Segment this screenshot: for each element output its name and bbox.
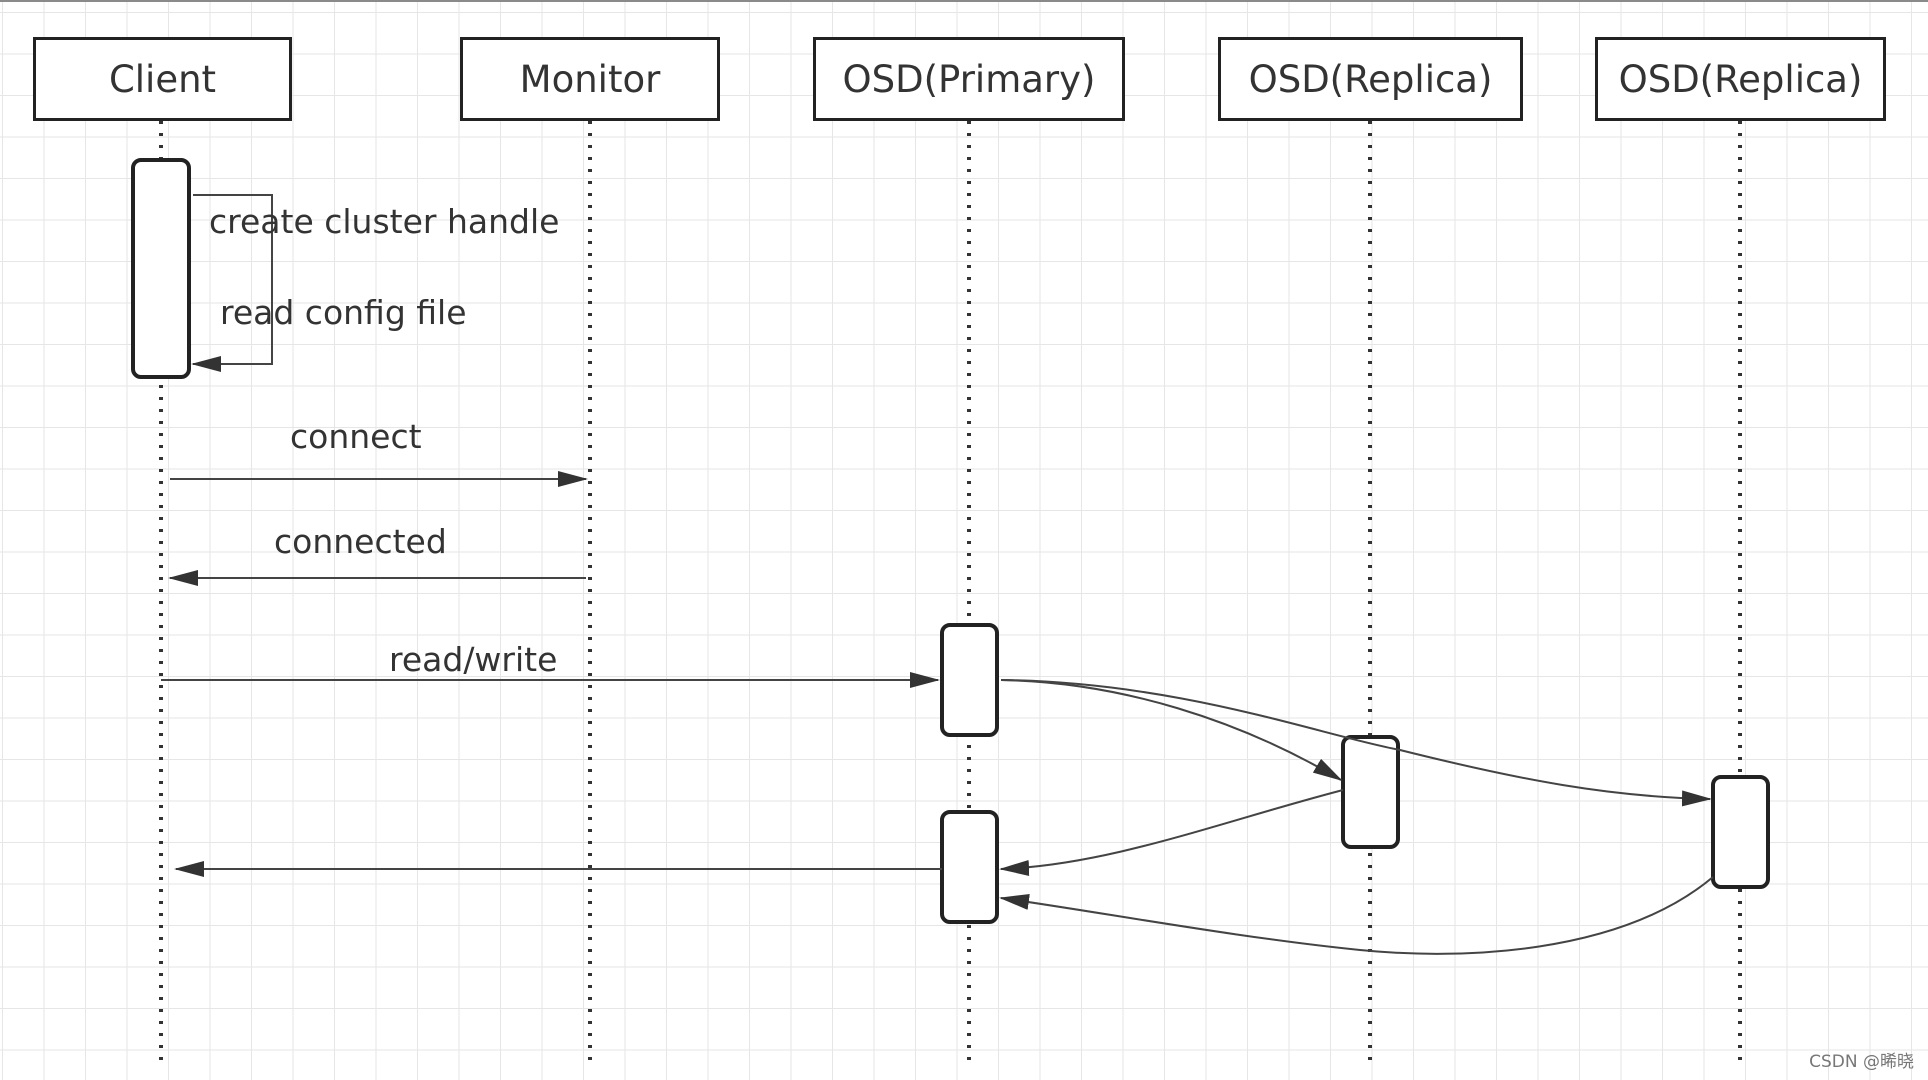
top-border-line xyxy=(0,0,1928,2)
label-connect: connect xyxy=(290,417,422,456)
primary-to-replica-1-arrow xyxy=(1000,679,1343,782)
activation-osd-primary-1 xyxy=(940,623,999,737)
activations xyxy=(131,158,1770,924)
activation-osd-primary-2 xyxy=(940,810,999,924)
label-read-config-file: read config file xyxy=(220,293,467,332)
label-read-write: read/write xyxy=(389,640,557,679)
actor-monitor: Monitor xyxy=(460,37,720,121)
actor-osd-primary: OSD(Primary) xyxy=(813,37,1125,121)
replica-2-ack-arrow xyxy=(999,876,1714,955)
self-message-arrow xyxy=(191,194,273,372)
label-connected: connected xyxy=(274,522,447,561)
activation-client xyxy=(131,158,191,379)
message-arrows xyxy=(161,471,1714,955)
activation-osd-replica-1 xyxy=(1341,735,1400,849)
actor-osd-replica-2: OSD(Replica) xyxy=(1595,37,1886,121)
watermark: CSDN @晞晓 xyxy=(1809,1052,1914,1072)
primary-to-replica-2-arrow xyxy=(1000,679,1712,807)
activation-osd-replica-2 xyxy=(1711,775,1770,889)
actor-osd-replica-1: OSD(Replica) xyxy=(1218,37,1523,121)
label-create-cluster-handle: create cluster handle xyxy=(209,202,559,241)
actor-client: Client xyxy=(33,37,292,121)
replica-1-ack-arrow xyxy=(999,789,1344,876)
